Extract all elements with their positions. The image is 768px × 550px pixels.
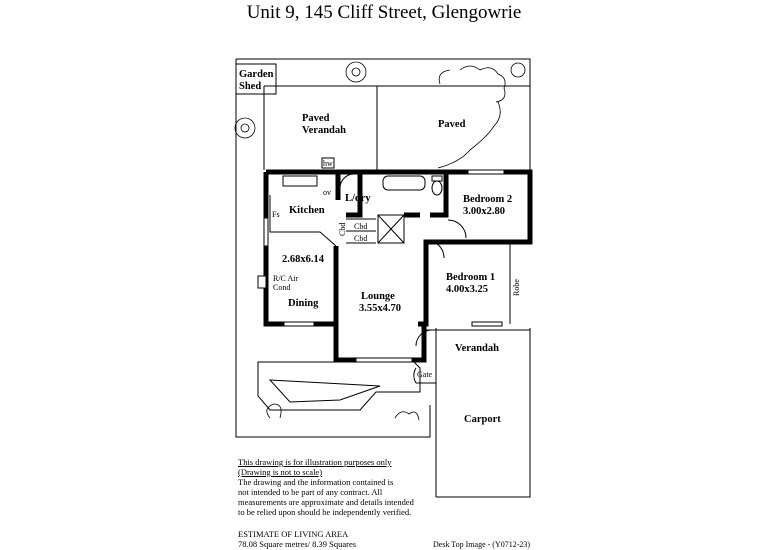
bedroom1-size: 4.00x3.25 [446,284,488,295]
disclaimer-line: not intended to be part of any contract.… [238,487,383,497]
fs-label: Fs [272,210,280,219]
rc-air-label-2: Cond [273,283,291,292]
estimate-value: 78.08 Square metres/ 8.39 Squares [238,539,357,549]
disclaimer-line: This drawing is for illustration purpose… [238,457,392,467]
toilet [431,175,443,196]
garden-bed [257,361,421,411]
page-title: Unit 9, 145 Cliff Street, Glengowrie [246,2,522,23]
disclaimer: This drawing is for illustration purpose… [238,457,478,517]
shrub [437,65,506,169]
disclaimer-line: (Drawing is not to scale) [238,467,323,477]
window [355,357,413,363]
wall-ldry [346,172,363,218]
hw-unit [321,157,335,169]
kitchen-bench [269,195,337,247]
ov-label: ov [323,188,331,197]
rc-air-label-1: R/C Air [273,274,299,283]
carport-label: Carport [464,414,501,425]
lounge-size: 3.55x4.70 [359,303,401,314]
garden-shed-label-2: Shed [239,81,262,92]
disclaimer-line: The drawing and the information containe… [238,477,394,487]
shrub [234,117,256,139]
kitchen-dining-dims: 2.68x6.14 [282,254,324,265]
bath [382,175,426,191]
window [471,321,503,327]
bedroom2-label: Bedroom 2 [463,194,513,205]
shower [377,214,405,244]
shrub [510,62,526,78]
estimate-heading: ESTIMATE OF LIVING AREA [238,529,349,539]
robe-label: Robe [512,279,521,296]
living-area-estimate: ESTIMATE OF LIVING AREA 78.08 Square met… [238,529,356,549]
garden-shed [235,63,277,95]
gate-label: Gate [417,370,433,379]
stove [282,175,318,187]
window [263,217,269,247]
lounge-label: Lounge [361,291,395,302]
door-swing-verandah [415,329,433,347]
door-swing-ldry [339,173,355,189]
disclaimer-line: to be relied upon should be independentl… [238,507,412,517]
paved-label: Paved [438,119,466,130]
paved-verandah-label-1: Paved [302,113,330,124]
bedroom1-label: Bedroom 1 [446,272,496,283]
hw-label: hw [323,159,333,168]
wall-bath-bed2 [430,172,449,218]
window [283,321,315,327]
bedroom2-size: 3.00x2.80 [463,206,505,217]
door-swing-gate [413,367,417,384]
paved-verandah-label-2: Verandah [302,125,346,136]
disclaimer-line: measurements are approximate and details… [238,497,414,507]
shrub [345,61,367,83]
window [467,169,505,175]
door-swing-bed2 [447,219,467,239]
verandah-label: Verandah [455,343,499,354]
lot-boundary [235,58,531,498]
footer-reference: Desk Top Image - (Y0712-23) [433,540,531,549]
cbd-label-c: Cbd [338,222,347,236]
dining-label: Dining [288,298,319,309]
garden-shed-label-1: Garden [239,69,274,80]
cbd-label-a: Cbd [354,222,368,231]
air-cond-unit [257,275,267,289]
cbd-label-b: Cbd [354,234,368,243]
ldry-label: L/dry [345,193,371,204]
kitchen-label: Kitchen [289,205,325,216]
